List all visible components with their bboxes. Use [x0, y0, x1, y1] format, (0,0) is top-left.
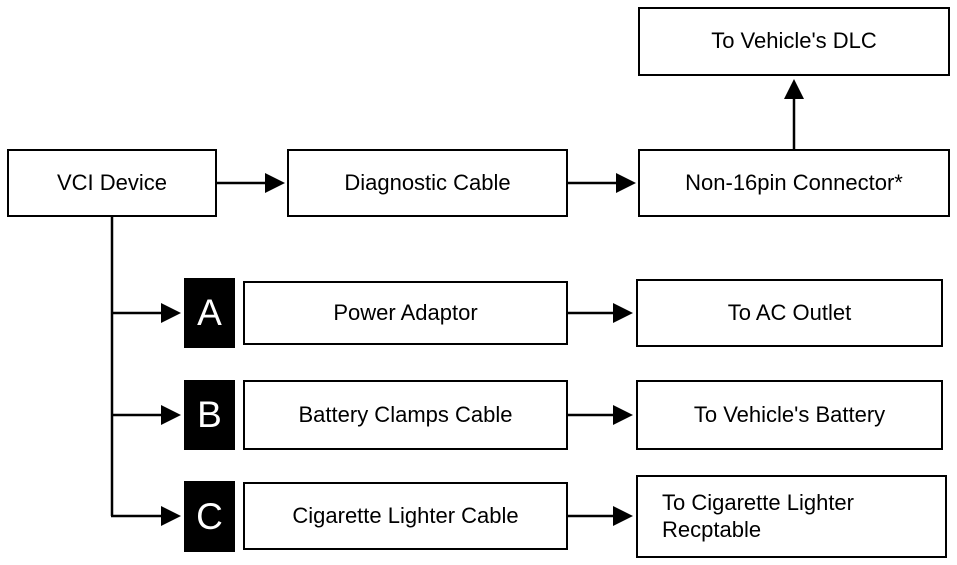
node-non-16pin-connector: Non-16pin Connector* [638, 149, 950, 217]
node-to-ac-outlet: To AC Outlet [636, 279, 943, 347]
branch-b-badge: B [184, 380, 235, 450]
node-diagnostic-cable: Diagnostic Cable [287, 149, 568, 217]
node-battery-clamps-cable: Battery Clamps Cable [243, 380, 568, 450]
branch-c-badge: C [184, 481, 235, 552]
branch-a-badge: A [184, 278, 235, 348]
node-cigarette-lighter-cable: Cigarette Lighter Cable [243, 482, 568, 550]
node-power-adaptor: Power Adaptor [243, 281, 568, 345]
node-to-cigarette-lighter-recptable: To Cigarette Lighter Recptable [636, 475, 947, 558]
node-vci-device: VCI Device [7, 149, 217, 217]
node-to-vehicles-battery: To Vehicle's Battery [636, 380, 943, 450]
node-to-vehicles-dlc: To Vehicle's DLC [638, 7, 950, 76]
